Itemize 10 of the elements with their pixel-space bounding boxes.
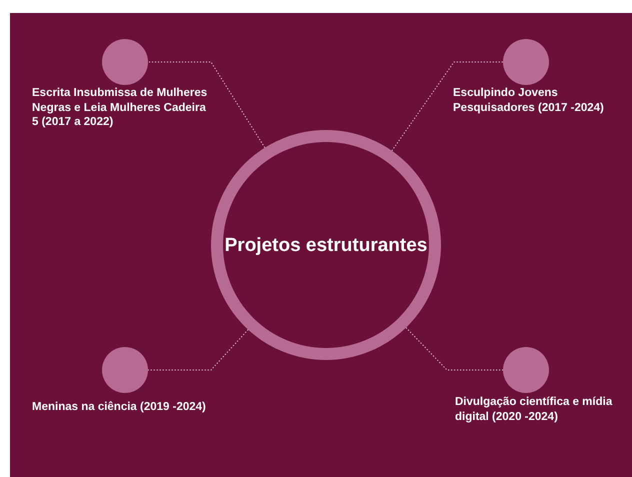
node-caption: Esculpindo Jovens Pesquisadores (2017 -2024) (453, 86, 605, 115)
node-caption: Meninas na ciência (2019 -2024) (32, 400, 207, 414)
connector-line (148, 62, 266, 148)
connector-line (391, 62, 504, 152)
node-caption: Escrita Insubmissa de Mulheres Negras e Leia Mulheres Cadeira 5 (2017 a 2022) (32, 86, 208, 130)
connector-line (405, 327, 504, 370)
node-caption: Divulgação científica e mídia digital (2020 -2024) (455, 395, 614, 424)
node-title: Projetos estruturantes (224, 234, 428, 256)
connector-line (148, 329, 249, 370)
ring-node (211, 130, 441, 360)
